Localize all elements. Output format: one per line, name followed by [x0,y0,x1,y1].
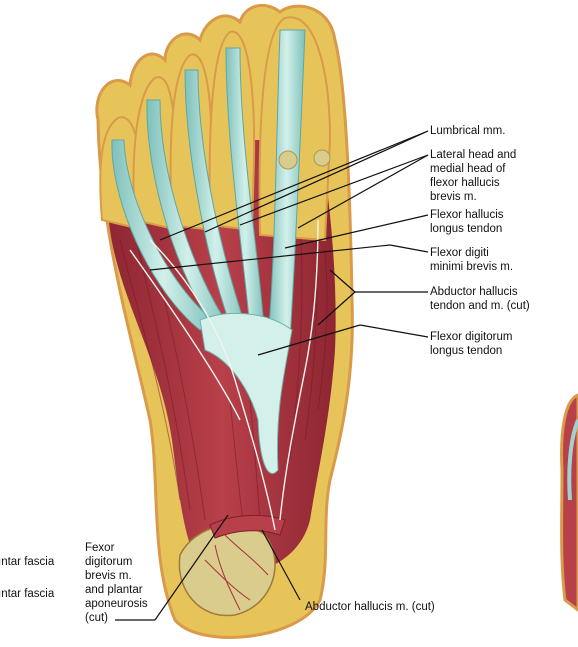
label-plantar-fascia-1: ıntar fascia [0,556,55,568]
sesamoid-bone-2 [313,149,331,167]
adjacent-figure-fragment [560,393,578,612]
sesamoid-bone-1 [278,150,298,170]
label-fdm-brevis: Flexor digiti minimi brevis m. [430,247,514,273]
adjacent-tendon [567,419,578,501]
plantar-nerves [129,219,319,531]
label-fdl-tendon: Flexor digitorum longus tendon [430,331,513,357]
label-lateral-medial-head: Lateral head and medial head of flexor h… [430,149,517,203]
cut-muscle-ends [209,515,286,539]
label-lumbrical: Lumbrical mm. [430,125,506,137]
label-fhl-tendon: Flexor hallucis longus tendon [430,209,504,235]
label-abductor-hallucis-cut: Abductor hallucis m. (cut) [305,601,435,613]
leader-lines [115,130,429,621]
heel-vessels [204,534,269,611]
label-plantar-fascia-2: ıntar fascia [0,588,55,600]
long-flexor-tendon-mass [199,313,293,474]
label-abductor-hallucis-tendon: Abductor hallucis tendon and m. (cut) [430,286,530,312]
label-fdb: Fexor digitorum brevis m. and plantar ap… [85,542,148,624]
